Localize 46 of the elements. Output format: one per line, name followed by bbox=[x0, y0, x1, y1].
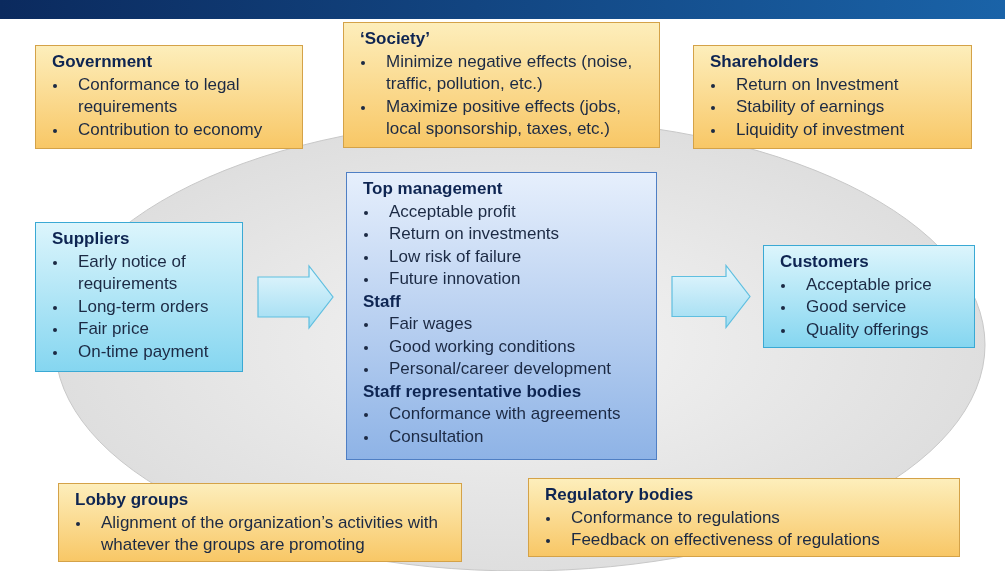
bullet-item: Good service bbox=[780, 296, 966, 319]
stakeholder-box bbox=[346, 172, 657, 460]
bullet-item: Contribution to economy bbox=[52, 118, 294, 141]
box-heading: Staff bbox=[363, 290, 402, 313]
box-heading: Lobby groups bbox=[75, 489, 190, 511]
box-heading: Government bbox=[52, 51, 154, 73]
block-arrow bbox=[257, 264, 334, 330]
bullet-item: Alignment of the organization’s activities with whatever the groups are promoting bbox=[75, 511, 453, 557]
stakeholder-box bbox=[343, 22, 660, 148]
box-heading: Customers bbox=[780, 251, 870, 273]
box-heading: Staff representative bodies bbox=[363, 380, 583, 403]
bullet-item: Feedback on effectiveness of regulations bbox=[545, 529, 951, 552]
bullet-item: Maximize positive effects (jobs, local sponsorship, taxes, etc.) bbox=[360, 95, 651, 141]
stakeholder-box bbox=[693, 45, 972, 149]
stakeholder-box bbox=[35, 222, 243, 372]
bullet-item: Return on investments bbox=[363, 223, 648, 246]
stakeholder-box bbox=[528, 478, 960, 557]
bullet-item: Quality offerings bbox=[780, 318, 966, 341]
box-heading: Regulatory bodies bbox=[545, 484, 695, 506]
bullet-item: Acceptable price bbox=[780, 273, 966, 296]
bullet-item: Personal/career development bbox=[363, 358, 648, 381]
stakeholder-box bbox=[58, 483, 462, 562]
bullet-item: Low risk of failure bbox=[363, 245, 648, 268]
bullet-item: On-time payment bbox=[52, 340, 234, 363]
box-heading: Suppliers bbox=[52, 228, 131, 250]
bullet-item: Minimize negative effects (noise, traffic, pollution, etc.) bbox=[360, 50, 651, 96]
stakeholder-box bbox=[35, 45, 303, 149]
bullet-item: Consultation bbox=[363, 425, 648, 448]
bullet-item: Fair wages bbox=[363, 313, 648, 336]
bullet-item: Stability of earnings bbox=[710, 96, 963, 119]
bullet-item: Long-term orders bbox=[52, 295, 234, 318]
bullet-item: Conformance to regulations bbox=[545, 506, 951, 529]
box-heading: Top management bbox=[363, 178, 504, 200]
bullet-item: Acceptable profit bbox=[363, 200, 648, 223]
box-heading: ‘Society’ bbox=[360, 28, 431, 50]
block-arrow bbox=[671, 263, 751, 330]
bullet-item: Good working conditions bbox=[363, 335, 648, 358]
bullet-item: Liquidity of investment bbox=[710, 118, 963, 141]
bullet-item: Future innovation bbox=[363, 268, 648, 291]
bullet-item: Conformance with agreements bbox=[363, 403, 648, 426]
box-heading: Shareholders bbox=[710, 51, 820, 73]
bullet-item: Fair price bbox=[52, 318, 234, 341]
bullet-item: Early notice of requirements bbox=[52, 250, 234, 296]
bullet-item: Conformance to legal requirements bbox=[52, 73, 294, 119]
stakeholder-box bbox=[763, 245, 975, 348]
bullet-item: Return on Investment bbox=[710, 73, 963, 96]
